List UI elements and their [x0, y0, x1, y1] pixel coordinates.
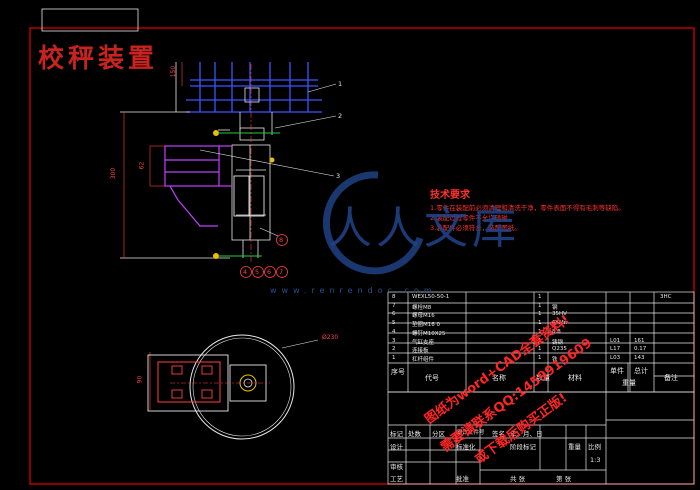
- dimension-lines: [123, 62, 183, 410]
- tb-standard: 标准化: [456, 443, 476, 451]
- tb-count: 处数: [408, 430, 421, 438]
- watermark-brand: 人人文库: [328, 203, 520, 254]
- bom-cell: 0.17: [634, 346, 647, 353]
- bom-cell: 1: [538, 354, 542, 361]
- bom-header-remark: 备注: [664, 374, 678, 382]
- leader-lines: [199, 83, 337, 349]
- bom-cell: 螺栓M8: [412, 304, 432, 311]
- balloon-1: 1: [338, 80, 343, 88]
- tb-date: 年、月、日: [510, 430, 543, 438]
- requirements-heading: 技术要求: [430, 190, 470, 201]
- drawing-title: 校秤装置: [38, 44, 159, 74]
- bom-cell: 1: [538, 302, 542, 309]
- bom-cell: L03: [610, 354, 621, 361]
- tb-sheet-no: 第 张: [556, 475, 572, 483]
- bom-cell: 铁: [552, 356, 558, 363]
- bom-cell: Q235: [552, 346, 567, 353]
- cylinder: [233, 175, 265, 217]
- bom-cell: 连接板: [412, 348, 429, 355]
- mount-bracket: [164, 145, 232, 227]
- balloon-2: 2: [338, 112, 343, 120]
- bom-header-unit: 单件: [610, 367, 624, 375]
- balloon-7: 7: [279, 268, 284, 276]
- balloon-3: 3: [336, 172, 341, 180]
- tb-mark: 标记: [390, 430, 403, 438]
- tb-change-doc: 更改文件号: [457, 430, 485, 436]
- dimension-62: 62: [138, 161, 146, 170]
- bom-cell: 铸钢: [552, 339, 564, 346]
- bom-cell: 1: [538, 346, 542, 353]
- bom-header-material: 材料: [568, 374, 582, 382]
- bom-cell: 3: [392, 337, 396, 344]
- tb-approve: 批准: [456, 475, 469, 483]
- balloon-4: 4: [243, 268, 248, 276]
- bom-cell: WEXL50-50-1: [412, 294, 450, 300]
- bom-cell: 3HC: [660, 294, 672, 300]
- bom-cell: 垫圈M16 0: [412, 322, 440, 329]
- balloons: [240, 234, 288, 278]
- dimension-diameter: Ø230: [322, 334, 339, 341]
- requirement-line: 2.装配过程零件不允许磕碰。: [430, 214, 515, 222]
- dimension-300: 300: [110, 167, 118, 180]
- bom-cell: 35HV: [552, 311, 567, 318]
- title-block: [387, 391, 695, 485]
- tb-zone: 分区: [432, 430, 445, 438]
- tb-scale: 比例: [588, 443, 601, 451]
- balloon-5: 5: [255, 268, 260, 276]
- watermark-logo: [322, 171, 424, 275]
- tb-review: 审核: [390, 463, 403, 471]
- fasteners: [213, 130, 275, 259]
- bom-cell: L01: [610, 337, 621, 344]
- weighing-platform: [186, 62, 322, 113]
- bom-cell: 8: [392, 294, 396, 300]
- code-box: [41, 8, 139, 32]
- balloon-8: 8: [279, 236, 284, 244]
- bom-header-weight: 重量: [622, 379, 636, 387]
- bom-header-index: 序号: [391, 368, 405, 376]
- bom-cell: 1: [538, 320, 542, 327]
- bom-cell: 1: [538, 311, 542, 318]
- tb-weight: 重量: [568, 443, 581, 451]
- bom-cell: 螺钉M10X25: [412, 330, 446, 337]
- bom-cell: 螺母M16: [412, 313, 435, 320]
- bom-cell: 1: [538, 337, 542, 344]
- bom-cell: 161: [634, 337, 645, 344]
- bom-cell: 4: [392, 328, 396, 335]
- top-view: [147, 334, 295, 440]
- bom-cell: 钢: [552, 304, 558, 311]
- bom-cell: 杠杆组件: [412, 356, 435, 363]
- drawing-border: [29, 27, 695, 485]
- bom-header-total: 总计: [634, 367, 648, 375]
- dimension-150: 150: [170, 65, 178, 78]
- tb-sheets: 共 张: [510, 475, 526, 483]
- watermark-url: www.renrendoc.com: [270, 286, 437, 295]
- requirement-line: 1.零件在装配前必须清理和清洗干净，零件表面不得有毛刺等缺陷。: [430, 204, 625, 212]
- bom-cell: 1: [392, 354, 396, 361]
- balloon-6: 6: [267, 268, 272, 276]
- bom-header-name: 名称: [492, 374, 506, 382]
- requirement-line: 3.装配件必须符合，装配图纸。: [430, 224, 521, 232]
- tb-scale-value: 1:3: [590, 456, 601, 464]
- dimension-90: 90: [136, 375, 144, 384]
- tb-process: 工艺: [390, 475, 403, 483]
- bom-cell: 8.8: [552, 328, 561, 335]
- bom-header-qty: 数量: [536, 374, 550, 382]
- tb-design: 设计: [390, 443, 403, 451]
- bom-cell: 65Mn: [552, 320, 568, 327]
- bom-cell: 1: [538, 328, 542, 335]
- bom-cell: L17: [610, 346, 621, 353]
- bom-cell: 143: [634, 354, 645, 361]
- bom-cell: 气缸支座: [412, 339, 435, 346]
- bom-cell: 2: [392, 346, 396, 353]
- bom-cell: 1: [538, 294, 542, 300]
- bom-cell: 6: [392, 311, 396, 318]
- bom-cell: 5: [392, 320, 396, 327]
- tb-stage: 阶段标记: [510, 443, 536, 451]
- bom-cell: 7: [392, 302, 396, 309]
- tb-sign: 签名: [492, 430, 505, 438]
- bom-header-code: 代号: [425, 374, 439, 382]
